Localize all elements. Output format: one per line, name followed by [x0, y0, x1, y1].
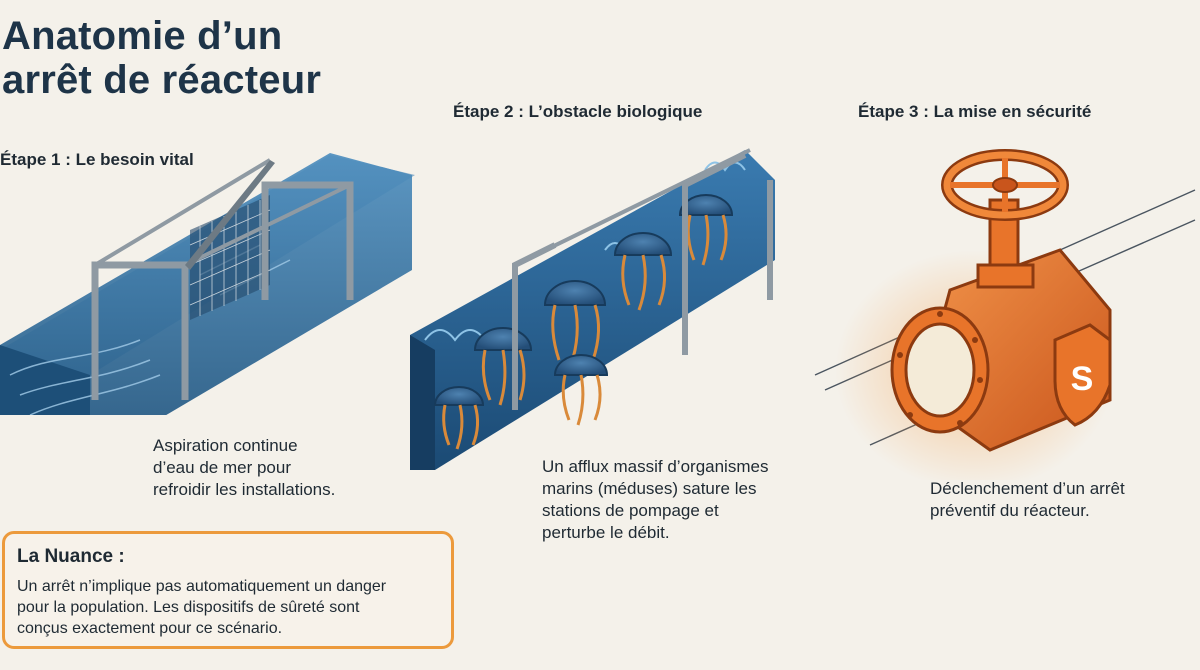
nuance-line-2: pour la population. Les dispositifs de s…: [17, 599, 360, 616]
valve-illustration: S: [814, 149, 1196, 480]
jellyfish-channel-illustration: [410, 148, 775, 470]
support-frames: [512, 148, 773, 410]
step-3-line-1: Déclenchement d’un arrêt: [930, 479, 1125, 498]
support-frames: [91, 158, 354, 400]
nuance-line-1: Un arrêt n’implique pas automatiquement …: [17, 578, 387, 595]
step-2-line-3: stations de pompage et: [542, 501, 719, 520]
nuance-line-3: conçus exactement pour ce scénario.: [17, 620, 283, 637]
step-2-heading: Étape 2 : L’obstacle biologique: [453, 102, 703, 121]
title-line-2: arrêt de réacteur: [2, 58, 322, 102]
channel-front-face: [0, 345, 90, 415]
channel-front-face: [410, 335, 435, 470]
step-1-line-3: refroidir les installations.: [153, 480, 336, 499]
frame-beam: [185, 160, 275, 270]
step-3-line-2: préventif du réacteur.: [930, 501, 1090, 520]
step-2-description: Un afflux massif d’organismes marins (mé…: [542, 456, 768, 544]
intake-channel-illustration: [0, 153, 415, 415]
nuance-callout: La Nuance : Un arrêt n’implique pas auto…: [2, 531, 454, 649]
step-2-line-2: marins (méduses) sature les: [542, 479, 757, 498]
step-2-line-4: perturbe le débit.: [542, 523, 670, 542]
step-1-line-2: d’eau de mer pour: [153, 458, 291, 477]
shield-icon: S: [1053, 323, 1112, 427]
step-1-description: Aspiration continue d’eau de mer pour re…: [153, 435, 335, 501]
step-2-line-1: Un afflux massif d’organismes: [542, 457, 769, 476]
jellyfish-icon: [433, 386, 485, 450]
title-line-1: Anatomie d’un: [2, 14, 283, 58]
nuance-heading: La Nuance :: [17, 546, 125, 567]
valve-flange: [890, 306, 990, 434]
page-title: Anatomie d’un arrêt de réacteur: [2, 14, 321, 102]
shield-letter: S: [1071, 360, 1094, 398]
handwheel-icon: [941, 149, 1069, 221]
filter-screen-icon: [189, 195, 271, 320]
step-3-heading: Étape 3 : La mise en sécurité: [858, 102, 1092, 121]
step-1-heading: Étape 1 : Le besoin vital: [0, 150, 194, 169]
jellyfish-icon: [613, 232, 673, 311]
step-3-description: Déclenchement d’un arrêt préventif du ré…: [930, 478, 1125, 522]
nuance-body: Un arrêt n’implique pas automatiquement …: [17, 576, 439, 639]
jellyfish-group: [433, 194, 734, 450]
jellyfish-icon: [553, 354, 609, 426]
step-1-line-1: Aspiration continue: [153, 436, 298, 455]
